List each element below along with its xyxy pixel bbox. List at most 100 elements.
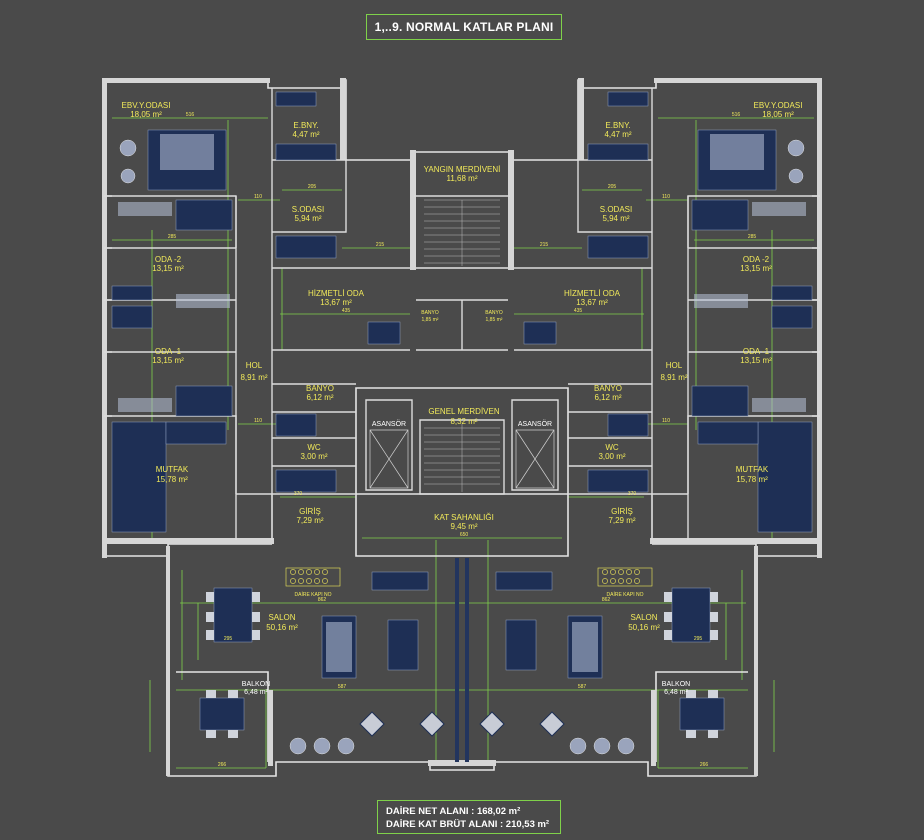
area-summary: DAİRE NET ALANI : 168,02 m² DAİRE KAT BR… (377, 800, 561, 834)
room-name: HİZMETLİ ODA (564, 289, 621, 298)
landing-area: 9,45 m² (450, 522, 477, 531)
dimension-label: 650 (460, 532, 469, 538)
central-shafts (455, 558, 469, 762)
dimension-label: 587 (578, 684, 587, 690)
room-name: HİZMETLİ ODA (308, 289, 365, 298)
room-name: BANYO (594, 384, 622, 393)
room-area: 6,12 m² (594, 393, 621, 402)
room-area: 13,15 m² (740, 264, 772, 273)
dimension-label: 370 (294, 491, 303, 497)
wall-fills (102, 78, 822, 776)
dimension-label: 215 (540, 242, 549, 248)
shaft-bath-name: BANYO (485, 310, 503, 316)
room-name: HOL (246, 361, 263, 370)
main-stair-area: 8,32 m² (450, 417, 477, 426)
dimension-label: 205 (308, 184, 317, 190)
room-area: 13,15 m² (152, 356, 184, 365)
net-area: DAİRE NET ALANI : 168,02 m² (386, 806, 521, 817)
room-area: 13,15 m² (152, 264, 184, 273)
room-name: ODA -1 (743, 347, 770, 356)
room-area: 8,91 m² (660, 373, 687, 382)
dimension-label: 435 (574, 308, 583, 314)
plan-title: 1,..9. NORMAL KATLAR PLANI (366, 14, 562, 40)
room-name: SALON (630, 613, 657, 622)
room-area: 15,78 m² (156, 475, 188, 484)
room-name: SALON (268, 613, 295, 622)
room-name: HOL (666, 361, 683, 370)
dimension-label: 110 (254, 418, 262, 424)
room-area: 5,94 m² (294, 214, 321, 223)
room-name: WC (307, 443, 321, 452)
room-area: 50,16 m² (266, 623, 298, 632)
room-area: 7,29 m² (608, 516, 635, 525)
room-name: GİRİŞ (611, 507, 633, 516)
dimension-label: 110 (662, 194, 670, 200)
shaft-bath-name: BANYO (421, 310, 439, 316)
dimension-label: 285 (168, 234, 177, 240)
room-area: 8,91 m² (240, 373, 267, 382)
elevator-shafts (369, 429, 555, 489)
room-name: ODA -2 (743, 255, 770, 264)
stair-treads (424, 199, 500, 492)
gross-area: DAİRE KAT BRÜT ALANI : 210,53 m² (386, 819, 550, 830)
dimension-label: 285 (748, 234, 757, 240)
room-area: 6,48 m² (244, 689, 268, 696)
room-area: 3,00 m² (300, 452, 327, 461)
planters (119, 139, 805, 755)
dimension-label: 370 (628, 491, 637, 497)
dimension-label: 295 (694, 636, 703, 642)
room-area: 18,05 m² (130, 110, 162, 119)
room-area: 50,16 m² (628, 623, 660, 632)
right-unit-labels: EBV.Y.ODASI 18,05 m² E.BNY. 4,47 m² S.OD… (564, 101, 802, 696)
room-name: S.ODASI (292, 205, 324, 214)
room-area: 13,15 m² (740, 356, 772, 365)
room-name: MUTFAK (156, 465, 189, 474)
dimension-label: 266 (700, 762, 709, 768)
dimension-label: 205 (608, 184, 617, 190)
dimension-label: 110 (662, 418, 670, 424)
room-name: WC (605, 443, 619, 452)
chairs (206, 592, 718, 738)
room-area: 15,78 m² (736, 475, 768, 484)
elevator-label: ASANSÖR (518, 420, 552, 428)
room-area: 13,67 m² (320, 298, 352, 307)
core-labels: YANGIN MERDİVENİ 11,68 m² GENEL MERDİVEN… (295, 165, 644, 598)
furniture (111, 91, 813, 731)
room-area: 7,29 m² (296, 516, 323, 525)
landing-name: KAT SAHANLIĞI (434, 513, 494, 522)
dimension-label: 862 (602, 597, 611, 603)
room-area: 6,12 m² (306, 393, 333, 402)
room-area: 13,67 m² (576, 298, 608, 307)
dimension-label: 862 (318, 597, 327, 603)
room-name: EBV.Y.ODASI (122, 101, 171, 110)
room-name: S.ODASI (600, 205, 632, 214)
furniture-highlights (118, 134, 806, 672)
dimension-label: 435 (342, 308, 351, 314)
room-name: BANYO (306, 384, 334, 393)
dimension-label: 516 (186, 112, 195, 118)
room-name: E.BNY. (605, 121, 630, 130)
dimension-label: 110 (254, 194, 262, 200)
main-stair-name: GENEL MERDİVEN (428, 407, 499, 416)
room-name: MUTFAK (736, 465, 769, 474)
room-name: ODA -1 (155, 347, 182, 356)
room-area: 5,94 m² (602, 214, 629, 223)
room-area: 4,47 m² (604, 130, 631, 139)
dimension-label: 516 (732, 112, 741, 118)
room-name: GİRİŞ (299, 507, 321, 516)
room-name: BALKON (662, 681, 690, 688)
room-area: 4,47 m² (292, 130, 319, 139)
room-area: 6,48 m² (664, 689, 688, 696)
room-name: EBV.Y.ODASI (754, 101, 803, 110)
dimension-label: 266 (218, 762, 227, 768)
dimension-label: 215 (376, 242, 385, 248)
door-number-label: DAİRE KAPI NO (607, 591, 644, 598)
left-unit-labels: EBV.Y.ODASI 18,05 m² E.BNY. 4,47 m² S.OD… (122, 101, 365, 696)
room-name: E.BNY. (293, 121, 318, 130)
dimension-label: 295 (224, 636, 233, 642)
dimension-label: 587 (338, 684, 347, 690)
room-area: 18,05 m² (762, 110, 794, 119)
room-area: 3,00 m² (598, 452, 625, 461)
room-name: BALKON (242, 681, 270, 688)
